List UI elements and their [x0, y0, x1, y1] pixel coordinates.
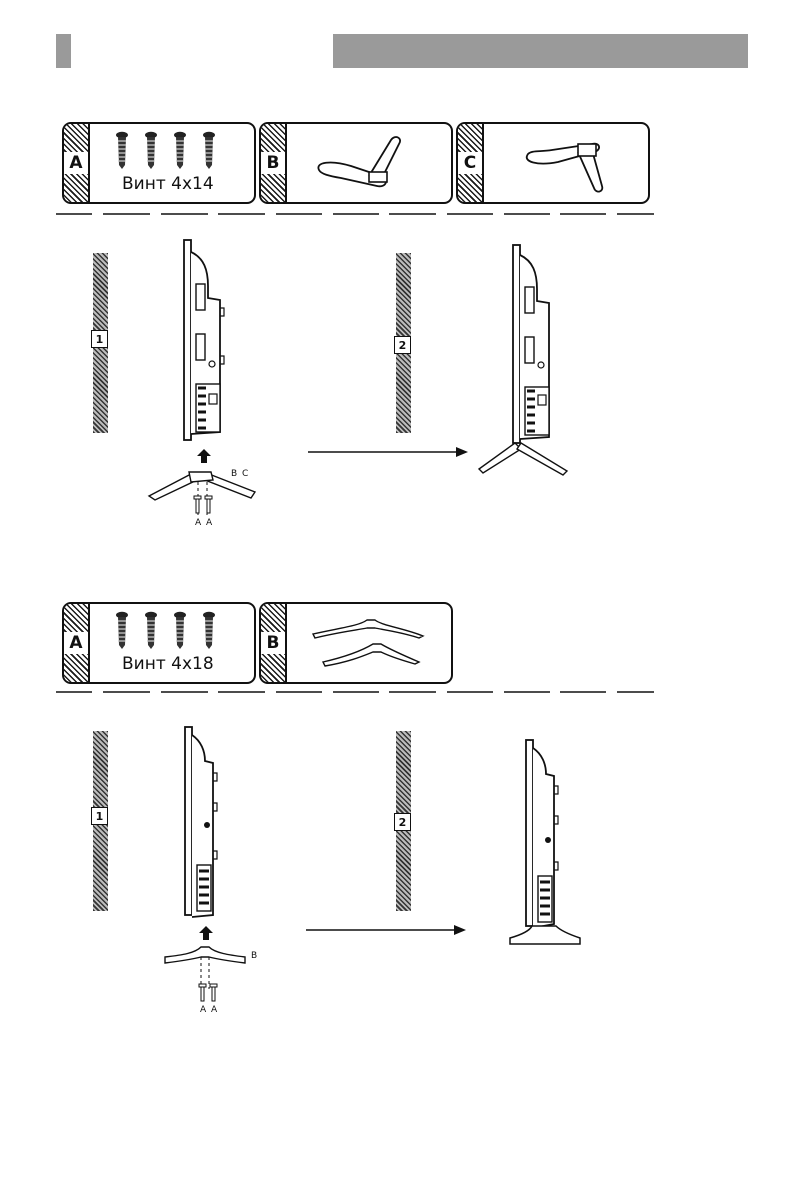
stand-parts-label: B: [251, 951, 258, 961]
stand-leg-c-icon: [518, 132, 618, 192]
part-letter-b: B: [261, 632, 285, 654]
screw-icon: [116, 611, 226, 651]
part-caption-a: Винт 4x14: [122, 174, 214, 194]
tv-on-stand-icon: [475, 243, 585, 479]
step-number-1: 1: [91, 330, 108, 348]
part-letter-a: A: [64, 152, 88, 174]
step-strip-1: 1: [93, 253, 108, 433]
stand-icon: [163, 945, 247, 989]
step-number-2: 2: [394, 813, 411, 831]
step-strip-1: 1: [93, 731, 108, 911]
step-strip-2: 2: [396, 731, 411, 911]
arrow-right-icon: [308, 446, 468, 458]
part-letter-b: B: [261, 152, 285, 174]
part-box-b: B: [259, 602, 453, 684]
stand-leg-b-icon: [311, 132, 411, 192]
part-caption-a: Винт 4x18: [122, 654, 214, 674]
screw-icon: [199, 984, 221, 1002]
screw-icon: [116, 131, 226, 171]
part-box-a: A Винт 4x14: [62, 122, 256, 204]
header-bar: [333, 34, 748, 68]
screw-label-a2: A: [211, 1005, 218, 1015]
arrow-up-icon: [199, 926, 213, 940]
arrow-up-icon: [197, 449, 211, 463]
tv-side-icon: [182, 238, 232, 444]
header-tab: [56, 34, 71, 68]
step-strip-2: 2: [396, 253, 411, 433]
part-tag: B: [261, 604, 287, 682]
part-tag: C: [458, 124, 484, 202]
part-letter-a: A: [64, 632, 88, 654]
step-number-2: 2: [394, 336, 411, 354]
part-tag: A: [64, 604, 90, 682]
part-box-c: C: [456, 122, 650, 204]
stand-base-icon: [309, 616, 429, 672]
part-tag: A: [64, 124, 90, 202]
stand-parts-label: B C: [231, 469, 249, 479]
part-tag: B: [261, 124, 287, 202]
tv-side-icon: [183, 725, 223, 920]
screw-label-a1: A: [200, 1005, 207, 1015]
step-number-1: 1: [91, 807, 108, 825]
screw-label-a2: A: [206, 518, 213, 528]
screw-label-a1: A: [195, 518, 202, 528]
dash-row-1: [56, 213, 656, 215]
part-box-b: B: [259, 122, 453, 204]
tv-on-stand-icon: [508, 738, 584, 950]
arrow-right-icon: [306, 924, 466, 936]
dash-row-2: [56, 691, 656, 693]
screw-icon: [194, 496, 216, 514]
part-box-a: A Винт 4x18: [62, 602, 256, 684]
part-letter-c: C: [458, 152, 482, 174]
